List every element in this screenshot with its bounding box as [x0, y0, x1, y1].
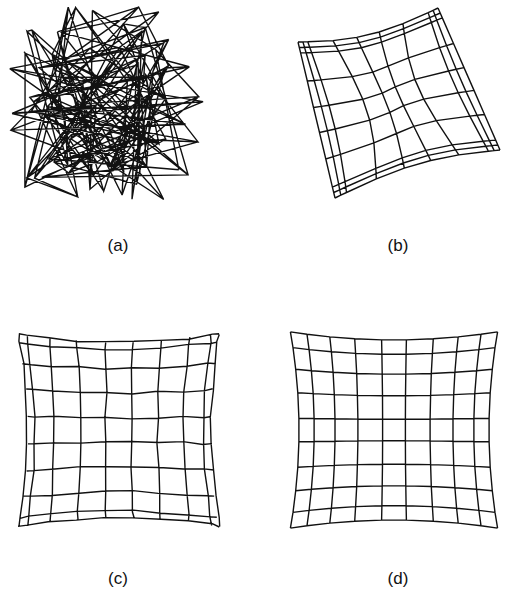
panel-label: (b)	[388, 236, 409, 256]
panel-label: (c)	[108, 569, 128, 589]
ordered-grid	[290, 332, 497, 528]
ordering-grid	[18, 333, 220, 527]
panel-label: (a)	[108, 236, 129, 256]
folding-grid	[298, 8, 500, 198]
panel-label: (d)	[388, 569, 409, 589]
random-grid	[10, 7, 203, 199]
